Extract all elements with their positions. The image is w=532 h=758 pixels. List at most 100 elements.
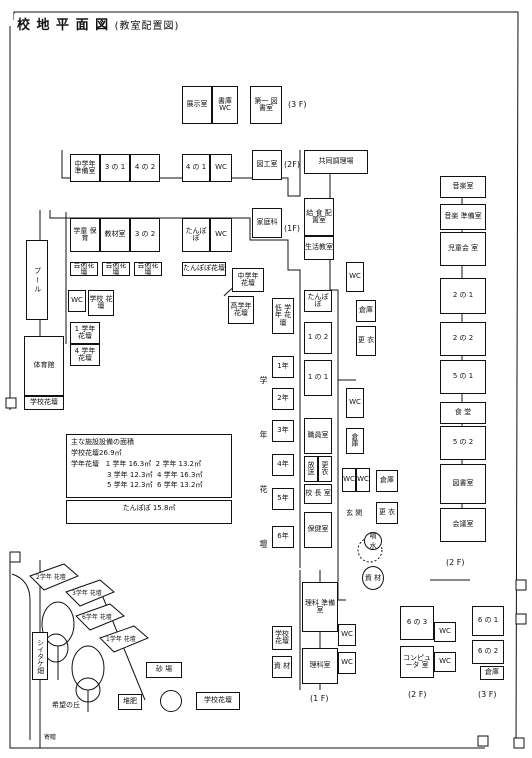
flowerbed-4-gakunen: 4 学年 花壇 [70, 344, 100, 366]
room-6-2: 6 の 2 [472, 640, 504, 664]
area-table-school-garden: 学校花壇26.9㎡ [71, 448, 122, 457]
room-kocho: 校 長 室 [304, 484, 332, 504]
floor-label-2f-mid: (2F) [284, 160, 300, 169]
plan-subtitle: (教室配置図) [114, 21, 180, 32]
area-table-cell-1-2: 2 学年 13.2㎡ [155, 459, 202, 468]
area-table-header: 学年花壇 [71, 459, 99, 468]
diamond-bed-2: 3学年 花壇 [72, 590, 102, 597]
room-tanpopo-2: たんぽぽ [304, 290, 332, 312]
label-gakunen-kadan: 学 年 花 壇 [259, 376, 268, 570]
area-table-row-2: 3 学年 12.3㎡ 4 学年 16.3㎡ [71, 470, 227, 481]
room-pc: WC [356, 468, 370, 492]
room-koi: 更 衣 [318, 456, 332, 482]
room-shoko-wc: 書庫 WC [212, 86, 238, 124]
plan-title-text: 校 地 平 面 図 [17, 18, 110, 33]
room-wc-s1: WC [434, 622, 456, 642]
room-wc-left: WC [68, 290, 86, 312]
diamond-bed-3: 6学年 花壇 [82, 614, 112, 621]
room-2-2: 2 の 2 [440, 322, 486, 356]
room-soko1: 倉庫 [356, 300, 376, 322]
flowerbed-grade5: 5年 [272, 488, 294, 510]
room-1-1: 1 の 1 [304, 360, 332, 396]
room-koi-e: 更 衣 [376, 502, 398, 524]
room-wc-c2: WC [346, 388, 364, 418]
flowerbed-tanpopo: たんぽぽ花壇 [182, 262, 226, 276]
area-table-title: 主な施設設備の面積 [71, 438, 134, 446]
area-table-cell-3-2: 6 学年 13.2㎡ [156, 481, 203, 490]
area-table-tanpopo-box: たんぽぽ 15.8㎡ [66, 500, 232, 524]
diamond-bed-4: 1学年 花壇 [106, 636, 136, 643]
flowerbed-grade4: 4年 [272, 454, 294, 476]
room-toshoshitsu: 図書室 [440, 464, 486, 504]
sandbox: 砂 場 [146, 662, 182, 678]
flowerbed-chugaku: 中学年 花壇 [232, 268, 264, 292]
room-sozai: 資 材 [272, 656, 292, 678]
area-table-cell-1-1: 1 学年 16.3㎡ [105, 459, 152, 468]
room-kateika: 家庭科 [252, 208, 282, 238]
room-kyokan-gakushu: 学童 保育 [70, 218, 100, 252]
room-3-1: 3 の 1 [100, 154, 130, 182]
label-kibou-no-oka: 希望の丘 [52, 701, 80, 709]
flowerbed-kougaku: 高学年 花壇 [228, 296, 254, 324]
room-kyushoku: 給 食 配置室 [304, 198, 334, 236]
room-wc-c1: WC [346, 262, 364, 292]
room-soko-e: 倉庫 [376, 470, 398, 492]
flowerbed-teigaku: 低 学年 花壇 [272, 298, 294, 334]
plan-title: 校 地 平 面 図 (教室配置図) [14, 14, 183, 33]
room-zuko: 図工室 [252, 150, 282, 180]
room-kyoiku1: 第一 図書室 [250, 86, 282, 124]
room-wc-top: WC [210, 154, 232, 182]
room-wc-c3: WC [342, 468, 356, 492]
room-wc-mid: WC [210, 218, 232, 252]
flowerbed-grade2: 2年 [272, 388, 294, 410]
room-shokuin: 職員室 [304, 418, 332, 454]
room-tenji: 展示室 [182, 86, 212, 124]
flowerbed-gakko-v: 学校 花壇 [272, 626, 292, 650]
area-table-cell-2-2: 4 学年 16.3㎡ [156, 470, 203, 479]
oval-kansatsu: 資 材 [362, 566, 384, 590]
room-ongaku-junbi: 音楽 準備室 [440, 204, 486, 230]
room-ongaku: 音楽室 [440, 176, 486, 198]
floor-label-3f-small: (3 F) [478, 690, 497, 699]
room-hoso: 放 送 [304, 456, 318, 482]
room-soko2: 倉 庫 [346, 428, 364, 454]
label-kizou: 寄贈 [44, 734, 57, 741]
room-5-2: 5 の 2 [440, 426, 486, 460]
room-wc-b2: WC [338, 652, 356, 674]
room-wc-b1: WC [338, 624, 356, 646]
flowerbed-gakko-bottom: 学校花壇 [24, 396, 64, 410]
room-rika-junbi: 理科 準備室 [302, 582, 338, 632]
room-seiri: 生活教室 [304, 236, 334, 260]
area-table-row-1: 学年花壇 1 学年 16.3㎡ 2 学年 13.2㎡ [71, 459, 227, 470]
room-kyodo-chori: 共同調理場 [304, 150, 368, 174]
flowerbed-2: 芸術花壇 [102, 262, 130, 276]
room-shoko-s: 倉庫 [480, 666, 504, 680]
room-computer: コンピュータ 室 [400, 646, 434, 678]
room-chugaku-junbi: 中学年 準備室 [70, 154, 100, 182]
area-table-cell-3-1: 5 学年 12.3㎡ [107, 481, 153, 490]
room-6-3: 6 の 3 [400, 606, 434, 640]
room-1-2: 1 の 2 [304, 322, 332, 354]
room-kyozai: 教材室 [100, 218, 130, 252]
compost: 堆肥 [118, 694, 142, 710]
shiitake-field: シイタケ畑 [32, 632, 48, 680]
label-genkan: 玄 関 [346, 509, 363, 517]
room-wc-s2: WC [434, 652, 456, 672]
room-3-2: 3 の 2 [130, 218, 160, 252]
octagon-marker [160, 690, 182, 712]
area-table-row-3: 5 学年 12.3㎡ 6 学年 13.2㎡ [71, 480, 227, 491]
floor-label-2f-right: (2 F) [446, 558, 465, 567]
area-table-tanpopo: たんぽぽ 15.8㎡ [122, 504, 176, 512]
room-hoken: 保健室 [304, 512, 332, 548]
room-sekkei: 更 衣 [356, 326, 376, 356]
flowerbed-grade1: 1年 [272, 356, 294, 378]
diamond-bed-1: 2学年 花壇 [36, 574, 66, 581]
room-jidokai: 児童会 室 [440, 232, 486, 266]
flowerbed-1: 芸術花壇 [70, 262, 98, 276]
flowerbed-gakko-left: 学校 花壇 [88, 290, 114, 316]
room-4-2: 4 の 2 [130, 154, 160, 182]
area-table: 主な施設設備の面積 学校花壇26.9㎡ 学年花壇 1 学年 16.3㎡ 2 学年… [66, 434, 232, 498]
flowerbed-3: 芸術花壇 [134, 262, 162, 276]
flowerbed-grade3: 3年 [272, 420, 294, 442]
room-rika: 理科室 [302, 648, 338, 684]
